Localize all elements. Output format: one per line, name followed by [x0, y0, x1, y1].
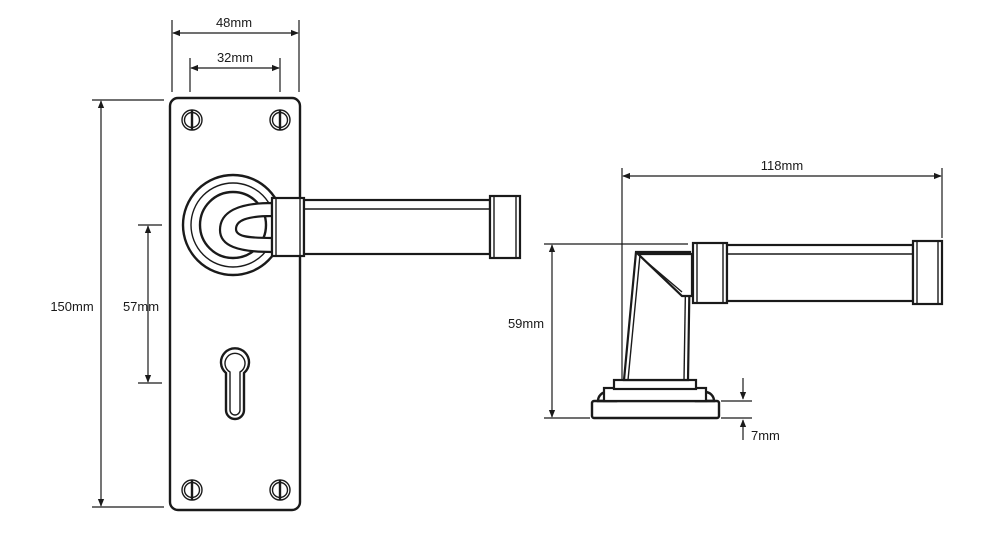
dimension-48mm: 48mm — [171, 15, 300, 92]
label-118mm: 118mm — [761, 158, 803, 173]
label-150mm: 150mm — [50, 299, 93, 314]
backplate — [168, 96, 302, 512]
screw-top-left — [181, 109, 203, 131]
side-lever-end-cap — [911, 239, 944, 306]
label-32mm: 32mm — [217, 50, 253, 65]
dimension-150mm: 150mm — [50, 99, 164, 508]
screw-top-right — [269, 109, 291, 131]
label-59mm: 59mm — [508, 316, 544, 331]
label-48mm: 48mm — [216, 15, 252, 30]
dimension-59mm: 59mm — [508, 243, 688, 419]
lever-bar — [302, 198, 492, 256]
dimension-118mm: 118mm — [621, 158, 943, 380]
label-57mm: 57mm — [123, 299, 159, 314]
dimension-57mm: 57mm — [123, 224, 162, 384]
screw-bottom-left — [181, 479, 203, 501]
lever-end-cap — [488, 194, 522, 260]
label-7mm: 7mm — [751, 428, 780, 443]
keyhole — [219, 347, 251, 421]
lever-collar — [270, 196, 306, 258]
dimension-7mm: 7mm — [721, 378, 780, 443]
side-view: 118mm 59mm 7mm — [508, 158, 944, 443]
screw-bottom-right — [269, 479, 291, 501]
side-base-plate — [590, 399, 721, 420]
dimension-32mm: 32mm — [189, 50, 281, 92]
front-view: 48mm 32mm 150mm 57mm — [50, 15, 522, 512]
side-lever-collar — [691, 241, 729, 305]
lever-neck — [218, 201, 274, 254]
